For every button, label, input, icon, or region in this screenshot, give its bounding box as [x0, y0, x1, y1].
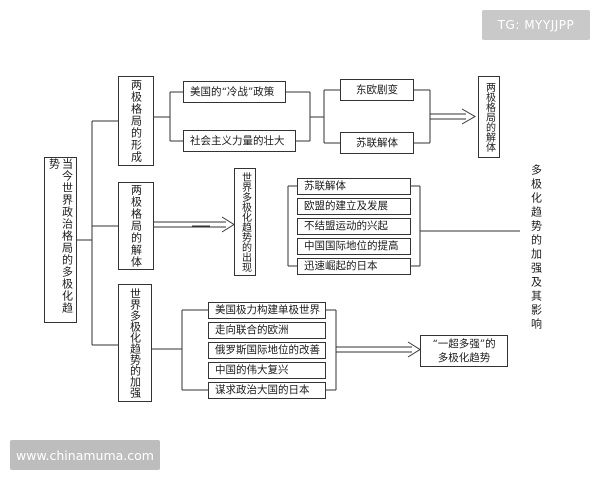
watermark-top-text: TG: MYYJJPP [497, 18, 575, 32]
branch-bipolar-formation: 两极格局的形成 [118, 76, 154, 166]
factor-non-aligned: 不结盟运动的兴起 [297, 218, 411, 235]
node-label: 欧盟的建立及发展 [304, 200, 388, 212]
china-revival-node: 中国的伟大复兴 [208, 362, 326, 379]
bipolar-collapse-result: 两极格局的解体 [478, 76, 500, 158]
result-line-2: 多极化趋势 [437, 352, 491, 364]
eastern-europe-change-node: 东欧剧变 [340, 79, 414, 101]
one-superpower-result: “一超多强”的 多极化趋势 [420, 335, 508, 367]
node-label: 不结盟运动的兴起 [304, 220, 388, 232]
root-label: 当今世界政治格局的多极化趋势 [47, 158, 74, 314]
node-label: 走向联合的欧洲 [215, 324, 289, 336]
russia-status-node: 俄罗斯国际地位的改善 [208, 342, 326, 359]
socialist-strength-node: 社会主义力量的壮大 [183, 130, 296, 152]
superpower-arrow-head [407, 341, 421, 358]
watermark-bottom-text: www.chinamuma.com [16, 447, 154, 463]
node-label: 东欧剧变 [356, 83, 398, 96]
result-label: 多极化趋势的加强及其影响 [529, 164, 543, 332]
branch-bipolar-collapse: 两极格局的解体 [118, 182, 154, 270]
node-label: 苏联解体 [304, 180, 346, 192]
node-label: 中国国际地位的提高 [304, 240, 399, 252]
soviet-collapse-node: 苏联解体 [340, 132, 414, 154]
node-label: 谋求政治大国的日本 [215, 384, 310, 396]
branch-label: 世界多极化趋势的加强 [128, 288, 142, 398]
us-unipolar-node: 美国极力构建单极世界 [208, 302, 326, 319]
multipolar-emergence-node: 世界多极化趋势的出现 [234, 168, 256, 276]
multipolar-strengthening-result: 多极化趋势的加强及其影响 [520, 158, 552, 338]
japan-power-node: 谋求政治大国的日本 [208, 382, 326, 399]
node-label: 迅速崛起的日本 [304, 260, 378, 272]
result-label: 两极格局的解体 [483, 82, 495, 152]
watermark-site: www.chinamuma.com [10, 440, 160, 470]
node-label: 苏联解体 [356, 136, 398, 149]
root-node: 当今世界政治格局的多极化趋势 [44, 157, 77, 323]
cold-war-policy-node: 美国的“冷战”政策 [183, 81, 286, 103]
emergence-arrow-head [221, 216, 235, 233]
node-label: 中国的伟大复兴 [215, 364, 289, 376]
node-label: 美国极力构建单极世界 [215, 304, 320, 316]
result-line-1: “一超多强”的 [432, 338, 496, 350]
node-label: 社会主义力量的壮大 [190, 134, 285, 147]
node-label: 美国的“冷战”政策 [190, 85, 275, 98]
node-label: 世界多极化趋势的出现 [239, 172, 251, 272]
collapse-arrow-head [461, 108, 477, 125]
europe-unity-node: 走向联合的欧洲 [208, 322, 326, 339]
factor-china: 中国国际地位的提高 [297, 238, 411, 255]
branch-multipolar-strengthening: 世界多极化趋势的加强 [118, 284, 152, 402]
watermark-telegram: TG: MYYJJPP [482, 10, 590, 40]
factor-japan: 迅速崛起的日本 [297, 258, 411, 275]
factor-soviet-collapse: 苏联解体 [297, 178, 411, 195]
factor-eu: 欧盟的建立及发展 [297, 198, 411, 215]
node-label: 俄罗斯国际地位的改善 [215, 344, 320, 356]
branch-label: 两极格局的解体 [129, 184, 143, 268]
branch-label: 两极格局的形成 [129, 79, 143, 163]
